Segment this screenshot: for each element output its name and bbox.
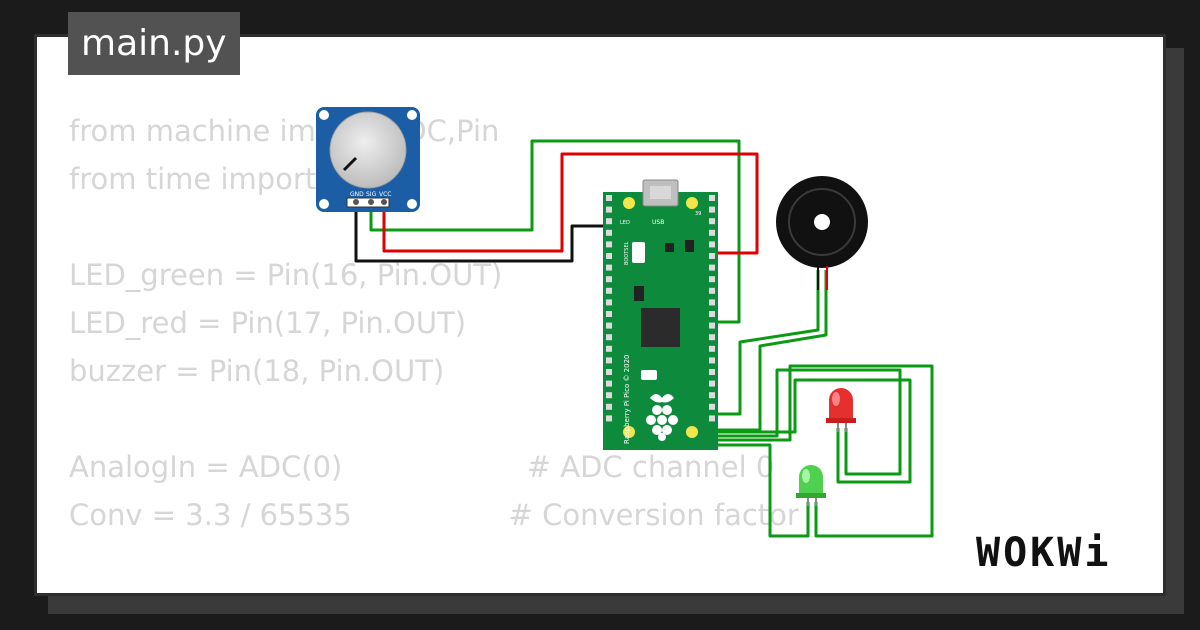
pico-pin [606,334,612,341]
pico-pin [709,311,715,317]
code-line: AnalogIn = ADC(0) # ADC channel 0 [69,450,775,484]
wokwi-logo-text: WOKWi [976,530,1111,576]
pico-pin [606,415,612,422]
pico-pin [709,403,715,410]
wires [354,139,934,538]
pico-pin [606,311,612,317]
usb-label: USB [652,219,664,226]
file-tab[interactable]: main.py [68,12,240,75]
pico-pin [709,299,715,306]
wire-green-led-2 [710,364,934,538]
pico-pin [709,334,715,341]
pico-pin [709,264,715,271]
wire-green-led-1 [710,443,810,538]
wire-buzzer-2 [710,270,828,432]
wire-pot-vcc [382,152,759,255]
pico-pin [606,380,612,387]
bootsel-button [632,242,645,263]
pico-pin [709,195,715,201]
green-led[interactable] [796,465,826,506]
mount-hole [623,426,635,438]
wire-red-led-1 [710,378,912,484]
code-line: LED_red = Pin(17, Pin.OUT) [69,306,467,340]
pico-pin [709,206,715,213]
pico-pin [606,276,612,283]
pot-pin-label-sig: SIG [366,191,377,198]
pot-pin [381,199,387,205]
pot-pin-label-vcc: VCC [379,191,391,198]
code-line: Conv = 3.3 / 65535 # Conversion factor [69,498,799,532]
pico-pin [709,241,715,248]
buzzer[interactable] [776,176,868,290]
pico-pin [606,403,612,410]
pico-pin [709,276,715,283]
pin-label-39: 39 [695,211,701,217]
raspberry-logo [646,394,678,441]
component [641,370,657,380]
mount-hole [623,197,635,209]
code-line: LED_green = Pin(16, Pin.OUT) [69,258,503,292]
pico-pin [709,253,715,259]
raspberry-pi-pico[interactable]: USB 39 LED BOOTSEL Raspberry Pi Pico © 2… [603,179,718,450]
mount-hole [686,197,698,209]
rp2040-chip [641,308,680,347]
pico-pin [709,415,715,422]
wire-pot-sig [369,139,741,324]
wire-pot-gnd [354,200,610,263]
pot-pin [353,199,359,205]
pico-pin [709,322,715,329]
pico-pin [606,195,612,201]
pico-pin [709,229,715,236]
component [685,240,694,252]
mount-hole [686,426,698,438]
pico-pin [709,287,715,294]
pico-pin [606,392,612,399]
pico-pin [606,229,612,236]
knob [329,111,407,189]
pico-pin [606,218,612,225]
pico-pin [709,369,715,375]
pico-pin [606,322,612,329]
mount-hole [407,110,417,120]
led-label: LED [620,220,630,226]
bootsel-label: BOOTSEL [624,241,630,265]
pico-pin [606,241,612,248]
pico-pins [606,195,715,422]
pico-pin [606,264,612,271]
board-text: Raspberry Pi Pico © 2020 [623,355,631,445]
wire-buzzer-1 [710,270,820,416]
component [634,286,644,301]
mount-hole [319,110,329,120]
pico-pin [606,206,612,213]
mount-hole [319,199,329,209]
pot-pin [368,199,374,205]
knob-indicator [342,156,358,172]
pot-pin-header [346,197,390,208]
potentiometer[interactable]: GND SIG VCC [316,107,420,212]
pot-pin-label-gnd: GND [350,191,364,198]
pico-pin [606,369,612,375]
mount-hole [407,199,417,209]
pico-pin [606,287,612,294]
pico-pin [709,345,715,352]
pico-pin [606,357,612,364]
code-line: buzzer = Pin(18, Pin.OUT) [69,354,445,388]
pico-pin [709,380,715,387]
red-led[interactable] [826,388,856,432]
buzzer-hole [814,214,830,230]
wire-red-led-2 [710,368,902,476]
pico-pin [606,299,612,306]
pico-pin [709,392,715,399]
pico-pin [606,253,612,259]
pico-pin [709,218,715,225]
pico-pin [606,345,612,352]
wokwi-logo: WOKWi [976,530,1111,576]
pico-pin [709,357,715,364]
component [665,243,674,252]
